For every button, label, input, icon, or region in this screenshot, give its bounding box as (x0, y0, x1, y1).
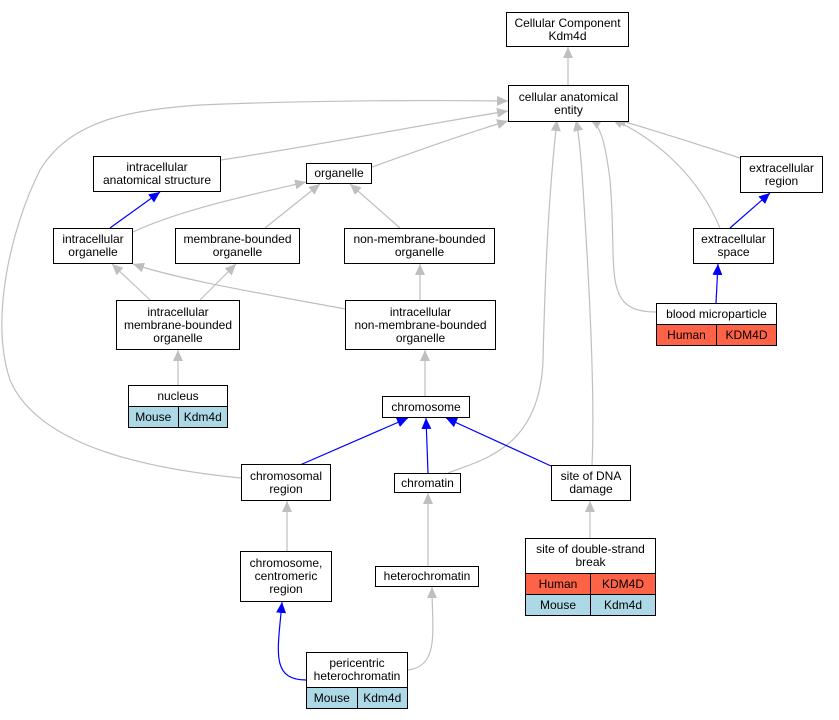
node-label: intracellular membrane-bounded organelle (123, 304, 233, 345)
node-label: nucleus (157, 388, 199, 403)
species-cell: Human (667, 327, 706, 342)
gene-cell: KDM4D (716, 325, 776, 345)
edge-intracellular-anatomical-structure-to-cellular-anatomical-entity (220, 107, 509, 161)
annotation-row-mouse: Mouse Kdm4d (526, 594, 655, 615)
edge-site-of-dna-damage-to-cellular-anatomical-entity (573, 119, 594, 466)
edge-pericentric-heterochromatin-to-chromosome-centromeric-region (276, 601, 307, 681)
annotation-row-human: Human KDM4D (526, 573, 655, 594)
edge-membrane-bounded-organelle-to-organelle (264, 183, 321, 229)
annotation-row-human: Human KDM4D (657, 324, 776, 345)
edge-chromosomal-region-to-cellular-anatomical-entity (1, 95, 509, 479)
edge-intracellular-membrane-bounded-organelle-to-membrane-bounded-organelle (199, 263, 237, 301)
node-cellular-anatomical-entity[interactable]: cellular anatomical entity (508, 85, 629, 122)
node-intracellular-membrane-bounded-organelle[interactable]: intracellular membrane-bounded organelle (116, 300, 240, 350)
edge-blood-microparticle-to-extracellular-space (712, 263, 723, 304)
edge-intracellular-membrane-bounded-organelle-to-intracellular-organelle (111, 263, 151, 301)
edge-chromatin-to-cellular-anatomical-entity (447, 119, 561, 474)
node-chromatin[interactable]: chromatin (394, 473, 461, 493)
species-cell: Mouse (313, 690, 350, 705)
edge-intracellular-organelle-to-organelle (132, 179, 307, 233)
node-chromosomal-region[interactable]: chromosomal region (241, 464, 331, 501)
edge-intracellular-organelle-to-intracellular-anatomical-structure (109, 191, 161, 229)
node-label: chromosome, centromeric region (249, 556, 323, 596)
node-label: Cellular Component Kdm4d (514, 15, 621, 43)
node-label: intracellular anatomical structure (102, 160, 212, 187)
edge-extracellular-space-to-extracellular-region (729, 192, 771, 229)
gene-cell: KDM4D (590, 574, 655, 594)
node-label: intracellular organelle (62, 232, 124, 259)
edge-non-membrane-bounded-organelle-to-organelle (349, 183, 401, 229)
node-chromosome[interactable]: chromosome (382, 396, 470, 418)
edge-chromatin-to-chromosome (421, 417, 432, 474)
node-label: chromatin (401, 475, 454, 490)
edge-organelle-to-cellular-anatomical-entity (371, 119, 509, 168)
edge-pericentric-heterochromatin-to-heterochromatin (407, 586, 438, 671)
species-cell: Human (538, 576, 578, 591)
node-label: site of DNA damage (560, 469, 622, 496)
node-extracellular-region[interactable]: extracellular region (740, 156, 823, 193)
node-label: cellular anatomical entity (518, 89, 619, 117)
annotation-row-mouse: Mouse Kdm4d (129, 406, 227, 427)
edge-extracellular-space-to-cellular-anatomical-entity (611, 118, 721, 229)
node-intracellular-organelle[interactable]: intracellular organelle (53, 228, 133, 264)
node-heterochromatin[interactable]: heterochromatin (375, 566, 479, 587)
node-intracellular-anatomical-structure[interactable]: intracellular anatomical structure (93, 156, 221, 192)
node-non-membrane-bounded-organelle[interactable]: non-membrane-bounded organelle (344, 228, 495, 264)
node-label: chromosomal region (249, 468, 323, 496)
node-label: extracellular region (749, 160, 814, 188)
edge-site-of-dna-damage-to-chromosome (445, 417, 552, 467)
node-cc-kdm4d[interactable]: Cellular Component Kdm4d (506, 12, 629, 47)
species-cell: Mouse (135, 409, 172, 424)
node-membrane-bounded-organelle[interactable]: membrane-bounded organelle (175, 228, 300, 264)
node-label: intracellular non-membrane-bounded organ… (354, 304, 487, 345)
gene-cell: Kdm4d (356, 688, 408, 708)
species-cell: Mouse (539, 597, 577, 612)
node-label: membrane-bounded organelle (183, 232, 292, 259)
node-organelle[interactable]: organelle (306, 163, 372, 184)
edge-chromosomal-region-to-chromosome (299, 417, 409, 466)
node-label: site of double-strand break (536, 542, 645, 569)
edge-blood-microparticle-to-cellular-anatomical-entity (589, 118, 657, 313)
node-extracellular-space[interactable]: extracellular space (693, 228, 774, 264)
node-label: heterochromatin (383, 569, 471, 583)
gene-cell: Kdm4d (177, 407, 228, 427)
edge-intracellular-non-membrane-bounded-organelle-to-intracellular-organelle (132, 262, 346, 310)
node-label: extracellular space (701, 232, 766, 259)
gene-cell: Kdm4d (590, 595, 655, 615)
node-label: pericentric heterochromatin (313, 656, 401, 683)
node-label: blood microparticle (666, 306, 767, 321)
node-label: organelle (314, 166, 364, 180)
node-label: non-membrane-bounded organelle (353, 232, 486, 259)
edge-extracellular-region-to-cellular-anatomical-entity (614, 117, 741, 159)
annotation-row-mouse: Mouse Kdm4d (307, 687, 407, 708)
node-chromosome-centromeric-region[interactable]: chromosome, centromeric region (240, 551, 332, 602)
node-intracellular-non-membrane-bounded-organelle[interactable]: intracellular non-membrane-bounded organ… (345, 300, 496, 350)
node-site-of-dna-damage[interactable]: site of DNA damage (551, 465, 631, 501)
node-label: chromosome (391, 399, 461, 414)
